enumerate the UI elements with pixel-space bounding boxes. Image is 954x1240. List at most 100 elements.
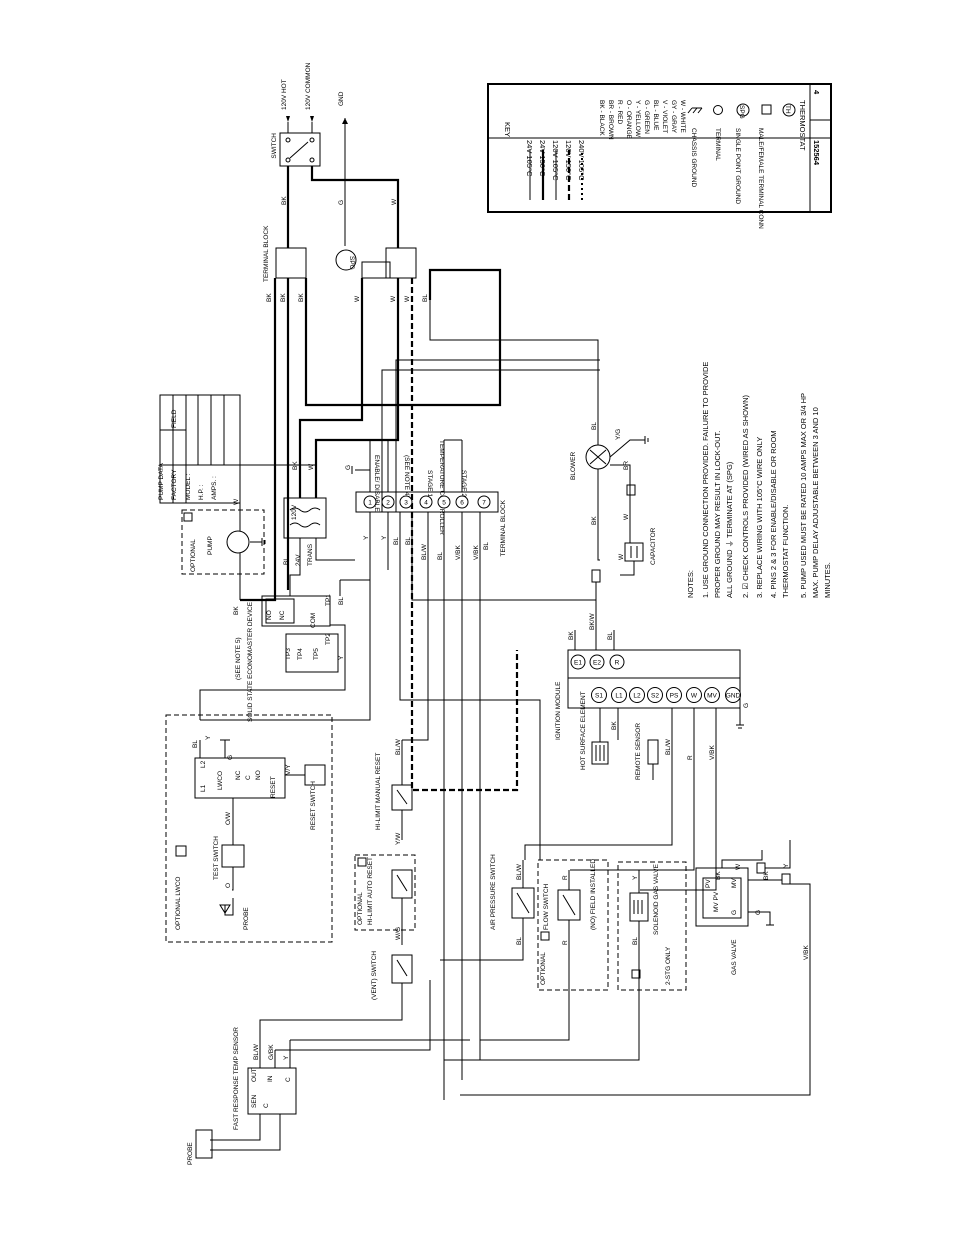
ignition-bottom-pin-label: PS (670, 693, 679, 700)
capacitor (624, 542, 644, 562)
pump-data-amps: AMPS. : (211, 476, 218, 500)
lwco-check-icon (175, 845, 187, 857)
controller-see-note: (SEE NOTE 4) (403, 455, 410, 498)
ignition-top-pin-e1 (570, 654, 586, 670)
lbl-yw: Y/W (395, 832, 402, 845)
pump-data-model: MODEL : (185, 473, 192, 500)
eco-see-note: (SEE NOTE 5) (235, 637, 242, 680)
switch-label: SWITCH (271, 133, 278, 159)
hot-label: 120V HOT (281, 79, 288, 110)
ignition-top-pin-e2 (589, 654, 605, 670)
blower-name: BLOWER (570, 452, 577, 480)
test-switch-label: TEST SWITCH (213, 836, 220, 880)
lbl-r-ign: R (687, 755, 694, 760)
ignition-bottom-pin-s1 (591, 687, 607, 703)
controller-title: TEMPERATURE CONTROLLER (438, 440, 445, 535)
two-stg-label: 2-STG ONLY (665, 946, 672, 985)
eco-name: SOLID STATE ECONOMASTER DEVICE (247, 601, 254, 722)
solenoid-check-icon (631, 969, 641, 979)
note-3: 2. ☑ CHECK CONTROLS PROVIDED (WIRED AS S… (741, 395, 750, 598)
lbl-bl-c3: BL (393, 537, 400, 545)
lbl-r-flow2: R (562, 940, 569, 945)
key-color-1: BR - BROWN (607, 100, 614, 140)
key-symbol-0: CHASSIS GROUND (690, 128, 697, 188)
lwco-g: G (227, 755, 234, 760)
ignition-bottom-pin-label: L2 (633, 693, 641, 700)
key-color-7: V - VIOLET (661, 100, 668, 133)
lwco-no: NO (255, 770, 262, 780)
ignition-bottom-pin-label: MV (707, 693, 717, 700)
ignition-bottom-pin-label: GND (726, 693, 741, 700)
ignition-name: IGNITION MODULE (555, 681, 562, 740)
lwco-name: OPTIONAL LWCO (175, 877, 182, 930)
lbl-g-ign: G (743, 703, 750, 708)
controller-pin-label: 3 (404, 500, 408, 507)
ignition-bottom-pin-mv (704, 687, 720, 703)
lbl-bl-ign: BL (607, 632, 614, 640)
spg-text: SPG (348, 256, 355, 270)
air-pressure-label: AIR PRESSURE SWITCH (490, 854, 497, 930)
lbl-y-c2: Y (381, 535, 388, 540)
gv-mv: MV (731, 878, 738, 888)
lbl-y-gv: Y (783, 863, 790, 868)
economaster: NO NC COM TP1 TP2 TP3 TP4 TP5 SOLID STAT… (199, 580, 346, 722)
key-color-5: G - GREEN (643, 100, 650, 134)
lbl-r-flow: R (562, 875, 569, 880)
ignition-top-pin-label: R (615, 660, 620, 667)
lbl-w-tr: W (308, 463, 315, 470)
lbl-blw-sen: BL/W (253, 1043, 260, 1060)
key-color-8: GY - GRAY (670, 100, 677, 134)
ignition-top-pin-r (609, 654, 625, 670)
key-line-0: 24V 105°C (525, 140, 534, 177)
controller-pin-label: 1 (368, 500, 372, 507)
key-legend: KEY 24V 105°C 24V 150°C 120V 105°C 120V … (487, 83, 832, 229)
note-0: 1. USE GROUND CONNECTION PROVIDED. FAILU… (701, 362, 710, 598)
ignition-bottom-pin-l1 (611, 687, 627, 703)
ignition-top-pin-label: E1 (574, 660, 582, 667)
common-label: 120V COMMON (305, 62, 312, 110)
lwco-l1: L1 (200, 784, 207, 792)
lbl-w-1: W (391, 198, 398, 205)
sensor-sen: SEN (251, 1094, 258, 1108)
manual-reset-label: HI-LIMIT MANUAL RESET (375, 753, 382, 830)
pump-data-table: PUMP DATA FACTORY FIELD MODEL : H.P. : A… (158, 394, 241, 504)
key-spg-symbol: SPG (738, 105, 745, 119)
lbl-y-sen: Y (283, 1055, 290, 1060)
pump: OPTIONAL PUMP W BK (181, 464, 316, 615)
hot-surface-element: HOT SURFACE ELEMENT BK (580, 691, 619, 770)
optional-check-icon (183, 512, 193, 522)
spg-terminal (335, 249, 357, 271)
eco-nc: NC (279, 610, 286, 620)
lbl-w-4: W (404, 295, 411, 302)
hi-limit-auto (391, 869, 413, 899)
key-symbol-4: THERMOSTAT (798, 100, 807, 151)
note-2: ALL GROUND ⏚ TERMINATE AT (SPG) (725, 461, 734, 598)
controller-pin-label: 7 (482, 500, 486, 507)
limit-switches: HI-LIMIT MANUAL RESET BL/W Y/W HI-LIMIT … (259, 738, 687, 1061)
key-color-9: W - WHITE (679, 100, 686, 134)
pump-data-factory: FACTORY (171, 469, 178, 500)
lbl-blw-man: BL/W (395, 738, 402, 755)
controller-pin-5 (437, 495, 451, 509)
lbl-g-1: G (338, 200, 345, 205)
lbl-w-2: W (354, 295, 361, 302)
notes: NOTES: 1. USE GROUND CONNECTION PROVIDED… (686, 362, 832, 598)
pump-name: PUMP (207, 536, 214, 555)
lbl-vbk-c8: V/BK (473, 545, 480, 560)
key-rev: 4 (812, 90, 821, 95)
controller-stage1: STAGE 1 (426, 470, 433, 497)
lbl-bl-eco: BL (338, 597, 345, 605)
ignition-bottom-pin-w (686, 687, 702, 703)
pump-motor-icon (226, 530, 250, 554)
lbl-o: O (225, 883, 232, 888)
ignition-bottom-pin-label: S2 (651, 693, 659, 700)
lbl-bk-gv: BK (715, 871, 722, 880)
capacitor-name: CAPACITOR (650, 527, 657, 565)
eco-tp5: TP5 (313, 648, 320, 660)
key-symbol-1: TERMINAL (714, 128, 721, 161)
lbl-blw-c5: BL/W (421, 543, 428, 560)
note-5: 4. PINS 2 & 3 FOR ENABLE/DISABLE OR ROOM (769, 430, 778, 598)
optional-lwco: L1 L2 G LWCO NC C NO RESET RESET SWITCH … (165, 714, 333, 943)
temp-sensor: SEN C OUT IN C FAST RESPONSE TEMP SENSOR… (187, 980, 470, 1165)
remote-sensor-name: REMOTE SENSOR (635, 723, 642, 780)
